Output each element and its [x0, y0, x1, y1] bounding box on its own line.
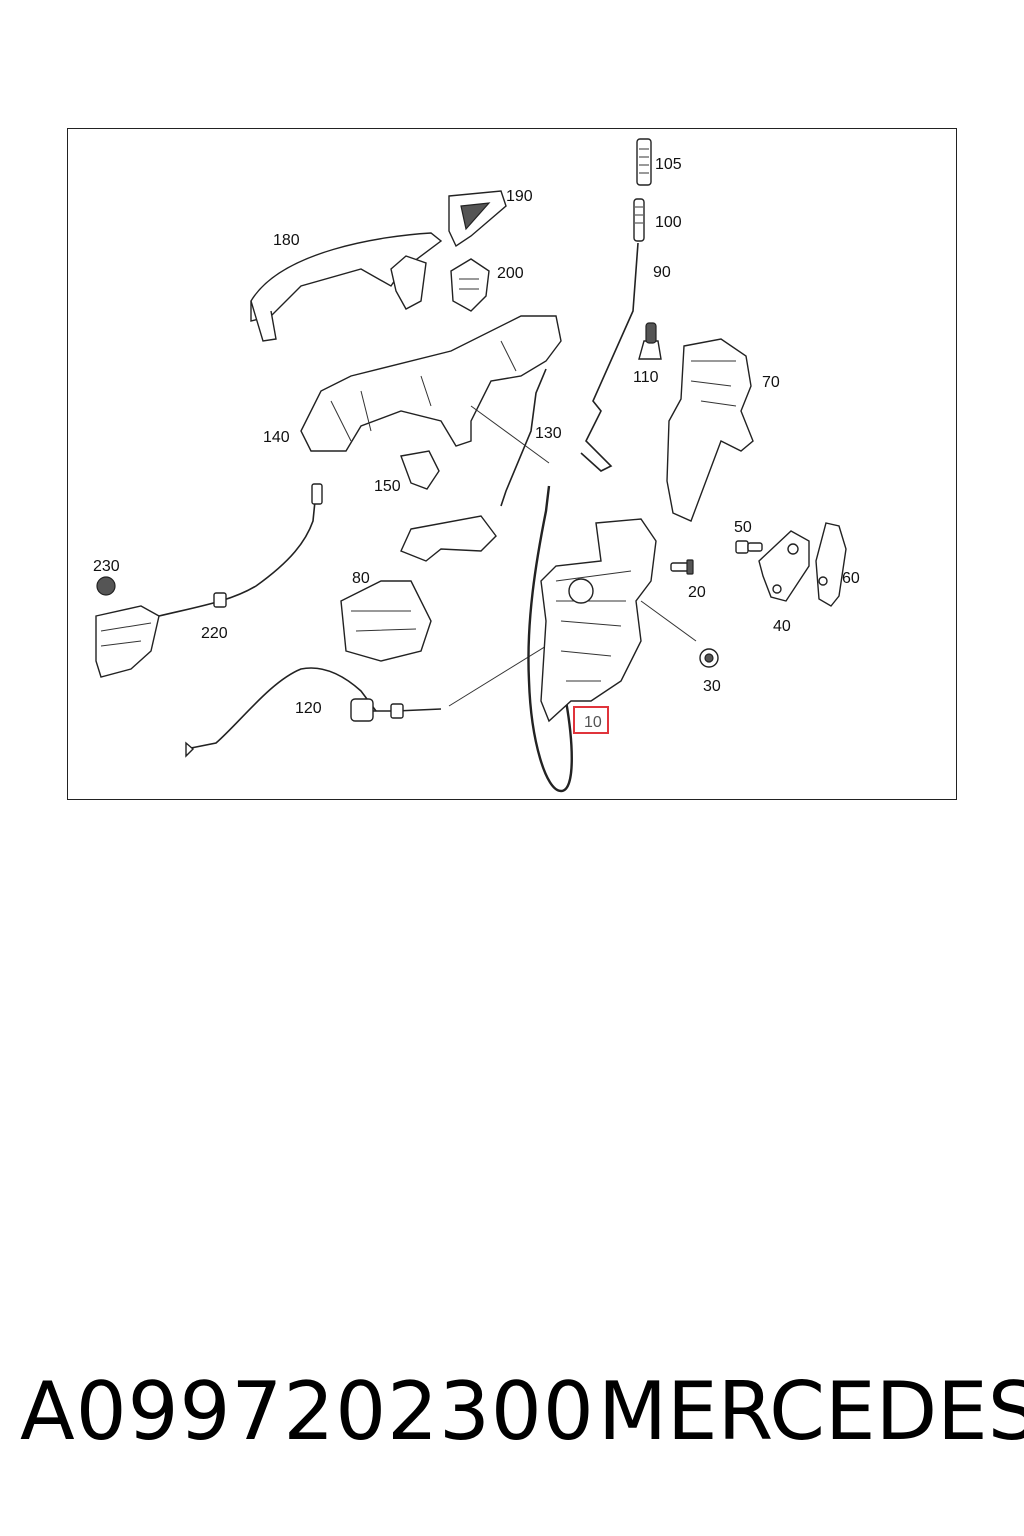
part-100-bolt: [633, 198, 645, 242]
part-140-carrier: [300, 315, 562, 452]
callout-140: 140: [263, 429, 290, 446]
callout-20: 20: [688, 584, 706, 601]
part-90-rod: [580, 242, 639, 472]
exploded-parts-diagram: 105 100 90 190 180 200 110 70 140 130 15…: [93, 138, 860, 793]
part-20-screw: [670, 559, 694, 575]
part-180-handle: [250, 232, 443, 342]
callout-110: 110: [633, 369, 659, 386]
part-number: A0997202300: [20, 1365, 595, 1458]
callout-10-highlight-box: [573, 706, 609, 734]
callout-100: 100: [655, 214, 682, 231]
part-60-plate: [815, 522, 847, 607]
part-190-cap: [448, 190, 507, 248]
diagram-frame: 105 100 90 190 180 200 110 70 140 130 15…: [67, 128, 957, 800]
callout-50: 50: [734, 519, 752, 536]
part-10-bowden-cable: [527, 485, 573, 793]
part-110-grommet: [638, 322, 662, 360]
part-130-cable: [500, 368, 547, 507]
part-105-bolt: [636, 138, 652, 186]
part-200-insert: [450, 258, 490, 312]
part-70-cover: [666, 338, 754, 522]
part-150-clip: [400, 450, 440, 490]
part-230-grommet: [96, 576, 116, 596]
part-220-actuator: [95, 605, 160, 678]
callout-200: 200: [497, 265, 524, 282]
callout-30: 30: [703, 678, 721, 695]
callout-80: 80: [352, 570, 370, 587]
part-120-cable: [185, 667, 377, 750]
part-220-cable: [158, 490, 317, 617]
callout-90: 90: [653, 264, 671, 281]
part-80-bracket: [340, 515, 497, 662]
footer: A0997202300 MERCEDES: [0, 1372, 1024, 1482]
callout-190: 190: [506, 188, 533, 205]
callout-130: 130: [535, 425, 562, 442]
brand-name: MERCEDES: [598, 1365, 1024, 1458]
callout-70: 70: [762, 374, 780, 391]
part-30-screw: [699, 648, 719, 668]
callout-180: 180: [273, 232, 300, 249]
callout-120: 120: [295, 700, 322, 717]
callout-150: 150: [374, 478, 401, 495]
callout-10: 10: [584, 714, 602, 731]
callout-105: 105: [655, 156, 682, 173]
part-10-lock-assembly: [540, 518, 657, 723]
callout-220: 220: [201, 625, 228, 642]
part-50-screw: [735, 540, 763, 554]
part-40-striker: [758, 530, 810, 602]
callout-230: 230: [93, 558, 120, 575]
callout-40: 40: [773, 618, 791, 635]
callout-60: 60: [842, 570, 860, 587]
